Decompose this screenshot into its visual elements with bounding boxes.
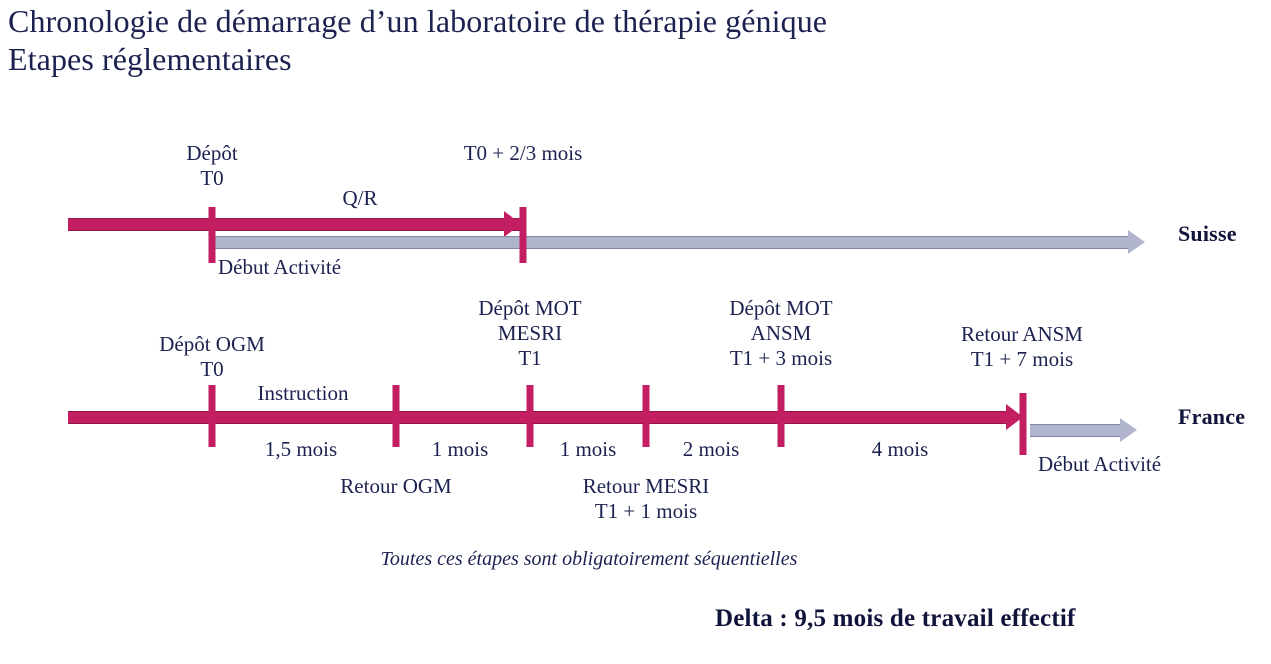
france-depot-mot-mesri-label: Dépôt MOT MESRI T1 <box>478 296 581 371</box>
france-depot-mot-ansm-label: Dépôt MOT ANSM T1 + 3 mois <box>729 296 832 371</box>
page-title: Chronologie de démarrage d’un laboratoir… <box>8 2 1208 78</box>
swiss-red-bar <box>68 218 522 231</box>
france-depot-ogm-line1: Dépôt OGM <box>159 332 265 356</box>
france-gray-arrowhead <box>1120 418 1137 442</box>
france-tick-retour-mesri <box>642 385 650 447</box>
sequential-steps-caption: Toutes ces étapes sont obligatoirement s… <box>380 548 798 570</box>
france-depot-ogm-line2: T0 <box>200 357 224 381</box>
france-retour-ansm-line2: T1 + 7 mois <box>970 347 1074 371</box>
france-depot-ogm-label: Dépôt OGM T0 <box>159 332 265 382</box>
france-duration-3: 2 mois <box>682 437 740 461</box>
france-mesri-line2: MESRI <box>497 321 563 345</box>
france-retour-ansm-line1: Retour ANSM <box>961 322 1083 346</box>
france-retour-mesri-label: Retour MESRI T1 + 1 mois <box>583 474 710 524</box>
france-tick-t0 <box>208 385 216 447</box>
swiss-activity-label: Début Activité <box>218 255 342 279</box>
swiss-phase-label: Q/R <box>342 186 378 210</box>
swiss-depot-line1: Dépôt <box>186 141 238 165</box>
france-mesri-line3: T1 <box>518 346 542 370</box>
delta-summary: Delta : 9,5 mois de travail effectif <box>715 605 1076 632</box>
france-red-bar <box>68 411 1006 424</box>
swiss-t0-plus-line1: T0 + 2/3 mois <box>463 141 583 165</box>
france-red-arrowhead <box>1006 404 1023 430</box>
france-country-label: France <box>1178 404 1246 429</box>
swiss-red-arrowhead <box>504 211 521 237</box>
france-gray-bar <box>1030 424 1122 437</box>
france-mesri-line1: Dépôt MOT <box>478 296 582 320</box>
france-duration-4: 4 mois <box>871 437 929 461</box>
swiss-depot-line2: T0 <box>200 166 224 190</box>
france-retour-mesri-line2: T1 + 1 mois <box>594 499 698 523</box>
swiss-tick-t0-plus <box>519 207 527 263</box>
title-line-1: Chronologie de démarrage d’un laboratoir… <box>8 3 828 39</box>
france-ansm-line3: T1 + 3 mois <box>729 346 833 370</box>
swiss-gray-bar <box>212 236 1130 249</box>
swiss-tick-t0 <box>208 207 216 263</box>
france-tick-retour-ansm <box>1019 393 1027 455</box>
france-duration-0: 1,5 mois <box>264 437 338 461</box>
swiss-t0-plus-label: T0 + 2/3 mois <box>464 141 583 166</box>
france-tick-mot-ansm <box>777 385 785 447</box>
france-ansm-line1: Dépôt MOT <box>729 296 833 320</box>
france-tick-t1 <box>526 385 534 447</box>
title-line-2: Etapes réglementaires <box>8 41 292 77</box>
swiss-country-label: Suisse <box>1178 221 1237 246</box>
france-ansm-line2: ANSM <box>750 321 812 345</box>
france-tick-retour-ogm <box>392 385 400 447</box>
france-retour-mesri-line1: Retour MESRI <box>582 474 710 498</box>
swiss-depot-label: Dépôt T0 <box>186 141 237 191</box>
france-activity-label: Début Activité <box>1038 452 1162 476</box>
france-phase-label: Instruction <box>257 381 349 405</box>
france-duration-1: 1 mois <box>431 437 489 461</box>
swiss-gray-arrowhead <box>1128 230 1145 254</box>
france-retour-ogm-label: Retour OGM <box>340 474 452 498</box>
france-duration-2: 1 mois <box>559 437 617 461</box>
france-retour-ansm-label: Retour ANSM T1 + 7 mois <box>961 322 1083 372</box>
